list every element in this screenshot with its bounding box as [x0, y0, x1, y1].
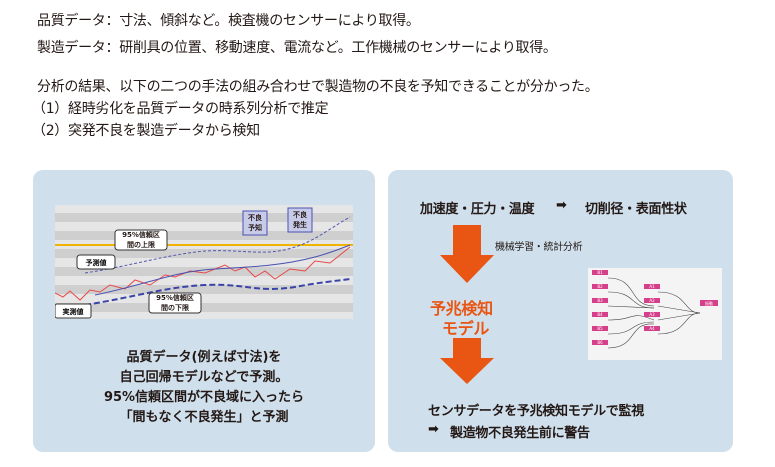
intro-line-1: 品質データ：寸法、傾斜など。検査機のセンサーにより取得。: [37, 13, 420, 29]
svg-text:B5: B5: [597, 326, 603, 331]
method-text: 機械学習・統計分析: [495, 242, 583, 253]
fail-label: 不良発生: [293, 211, 307, 229]
result-text-2: 製造物不良発生前に警告: [450, 426, 590, 441]
actual-label: 実測値: [63, 307, 84, 316]
caption-line-4: 「間もなく不良発生」と予測: [119, 410, 289, 425]
actual-line: [55, 246, 351, 301]
lower-bound-line: [84, 278, 351, 306]
neural-network-diagram: B1 B2 B3 B4 B5 B6 A1 A2 A3 A4 振動: [588, 268, 722, 360]
upper-bound-label: 95%信頼区間の上限: [122, 231, 160, 249]
svg-text:A3: A3: [649, 312, 655, 317]
caption-line-3: 95%信頼区間が不良域に入ったら: [103, 390, 305, 405]
caption-line-2: 自己回帰モデルなどで予測。: [119, 370, 289, 385]
arrow-right-icon: ➡: [556, 198, 567, 213]
svg-text:B1: B1: [597, 270, 603, 275]
down-arrow-icon: [440, 225, 494, 283]
model-title-1: 予兆検知: [430, 299, 493, 318]
intro-line-5: （2）突発不良を製造データから検知: [32, 123, 260, 139]
model-title-2: モデル: [442, 319, 490, 338]
down-arrow-icon-2: [440, 338, 494, 384]
predicted-line: [94, 244, 351, 296]
svg-text:B4: B4: [597, 312, 603, 317]
right-panel: 加速度・圧力・温度 ➡ 切削径・表面性状 機械学習・統計分析 予兆検知 モデル …: [388, 170, 733, 452]
outputs-text: 切削径・表面性状: [585, 202, 687, 217]
intro-line-4: （1）経時劣化を品質データの時系列分析で推定: [32, 101, 329, 117]
result-arrow-icon: ➡: [428, 422, 439, 437]
time-series-chart: 予測値 実測値: [55, 205, 353, 319]
svg-text:B3: B3: [597, 298, 603, 303]
inputs-text: 加速度・圧力・温度: [420, 202, 535, 217]
left-panel: 予測値 実測値 95%信頼区間の上限 95%信頼区間の下限 不良予知 不良発生 …: [33, 170, 375, 452]
svg-text:A2: A2: [649, 298, 655, 303]
intro-line-2: 製造データ：研削具の位置、移動速度、電流など。工作機械のセンサーにより取得。: [37, 40, 557, 56]
lower-bound-label: 95%信頼区間の下限: [156, 294, 194, 312]
predict-fail-label: 不良予知: [248, 214, 262, 232]
svg-text:振動: 振動: [705, 300, 713, 306]
result-text-1: センサデータを予兆検知モデルで監視: [428, 404, 644, 419]
svg-text:B6: B6: [597, 340, 603, 345]
svg-text:A1: A1: [649, 284, 655, 289]
caption-line-1: 品質データ(例えば寸法)を: [126, 350, 282, 365]
svg-text:B2: B2: [597, 284, 603, 289]
predicted-label: 予測値: [86, 258, 107, 267]
svg-text:A4: A4: [649, 326, 655, 331]
intro-line-3: 分析の結果、以下の二つの手法の組み合わせで製造物の不良を予知できることが分かった…: [37, 79, 599, 95]
upper-bound-line: [84, 216, 351, 274]
